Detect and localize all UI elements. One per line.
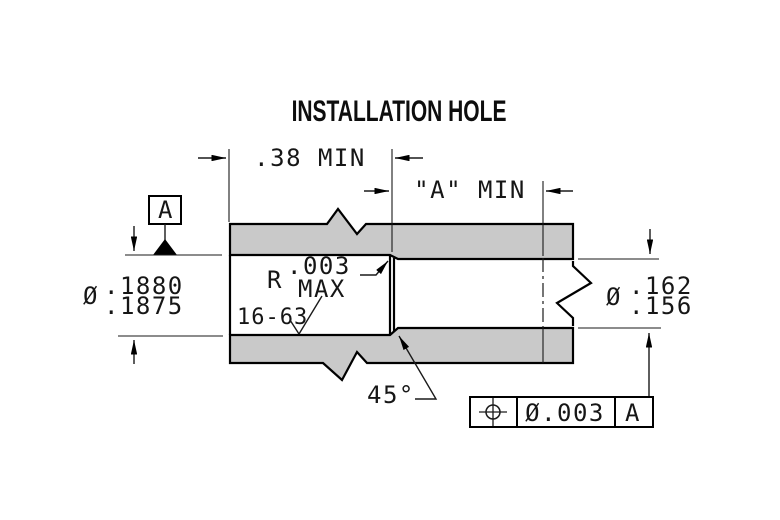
part-upper-wall: [228, 207, 575, 261]
radius-qualifier: MAX: [298, 275, 346, 303]
fcf-tolerance-label: Ø.003: [525, 399, 605, 427]
datum-feature-symbol: A: [125, 195, 222, 256]
hole-min-label: .156: [629, 292, 693, 320]
hole-max-label: .162: [629, 272, 693, 300]
finish-check-icon: [289, 319, 300, 335]
chamfer-leader-arrow-icon: [398, 335, 438, 400]
finish-check-icon: [298, 295, 323, 335]
diameter-symbol: Ø: [606, 283, 622, 311]
chamfer-label: 45°: [367, 381, 415, 409]
diameter-symbol: Ø: [83, 282, 99, 310]
finish-label: 16-63: [237, 305, 308, 330]
fcf-datum-label: A: [625, 399, 641, 427]
dim-depth-min: .38 MIN: [198, 144, 423, 252]
a-min-label: "A" MIN: [414, 176, 526, 204]
chamfer-callout: 45°: [367, 335, 438, 409]
dim-hole-diameter: Ø .162 .156: [578, 229, 693, 397]
radius-prefix: R: [267, 266, 283, 294]
dim-a-min: "A" MIN: [364, 176, 573, 363]
bore-max-label: .1880: [104, 272, 184, 300]
radius-value: .003: [287, 252, 351, 280]
dim-bore-diameter: Ø .1880 .1875: [83, 226, 223, 364]
radius-leader-arrow-icon: [360, 260, 389, 276]
radius-callout: R .003 MAX: [267, 252, 389, 303]
depth-min-label: .38 MIN: [254, 144, 366, 172]
right-break-line: [555, 261, 593, 326]
datum-label: A: [158, 196, 174, 224]
drawing-title: INSTALLATION HOLE: [292, 96, 507, 128]
datum-triangle-icon: [153, 239, 177, 255]
position-symbol-icon: [479, 398, 507, 426]
feature-control-frame: Ø.003 A: [469, 396, 654, 428]
bore-min-label: .1875: [104, 292, 184, 320]
part-section: [228, 207, 593, 382]
part-lower-wall: [228, 326, 575, 382]
surface-finish-callout: 16-63: [237, 295, 323, 335]
datum-box: [148, 195, 182, 225]
